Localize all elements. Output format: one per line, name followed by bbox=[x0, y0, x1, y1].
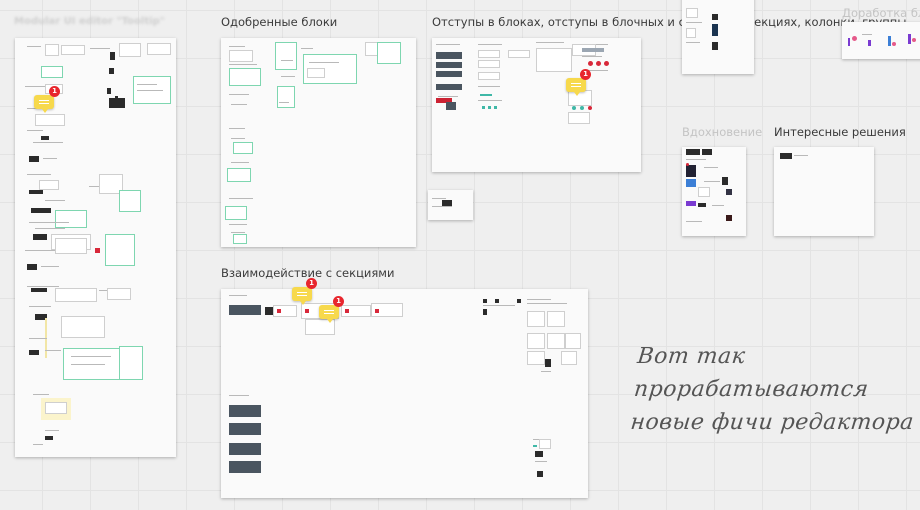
comment-sticky-sections-a[interactable] bbox=[292, 287, 312, 305]
frame-sections-interaction[interactable] bbox=[221, 289, 588, 498]
frame-title-interesting[interactable]: Интересные решения bbox=[774, 125, 906, 139]
frame-approved-blocks[interactable] bbox=[221, 38, 416, 247]
frame-refinement[interactable] bbox=[842, 22, 920, 59]
comment-sticky-main[interactable] bbox=[34, 95, 54, 113]
frame-title-approved-blocks[interactable]: Одобренные блоки bbox=[221, 15, 338, 29]
frame-top-cut[interactable] bbox=[682, 0, 754, 74]
frame-title-inspiration[interactable]: Вдохновение bbox=[682, 125, 763, 139]
frame-title-refinement[interactable]: Доработка блоков bbox=[842, 6, 920, 20]
comment-count-badge[interactable]: 1 bbox=[580, 69, 591, 80]
frame-interesting-solutions[interactable] bbox=[774, 147, 874, 236]
handwritten-note-line1: Вот так прорабатываются bbox=[632, 344, 870, 402]
frame-title-sections[interactable]: Взаимодействие с секциями bbox=[221, 266, 395, 280]
frame-small-snippet[interactable] bbox=[428, 190, 473, 220]
frame-paddings[interactable] bbox=[432, 38, 641, 172]
comment-count-badge[interactable]: 1 bbox=[49, 86, 60, 97]
comment-count-badge[interactable]: 1 bbox=[333, 296, 344, 307]
frame-title-main[interactable]: Modular UI editor "Tooltip" bbox=[14, 16, 165, 27]
frame-title-paddings[interactable]: Отступы в блоках, отступы в блочных и св… bbox=[432, 15, 907, 29]
comment-sticky-paddings[interactable] bbox=[566, 78, 586, 96]
comment-count-badge[interactable]: 1 bbox=[306, 278, 317, 289]
frame-inspiration[interactable] bbox=[682, 147, 746, 236]
handwritten-note[interactable]: Вот так прорабатываются новые фичи редак… bbox=[629, 340, 920, 439]
handwritten-note-line2: новые фичи редактора bbox=[629, 410, 916, 435]
comment-sticky-sections-b[interactable] bbox=[319, 305, 339, 323]
